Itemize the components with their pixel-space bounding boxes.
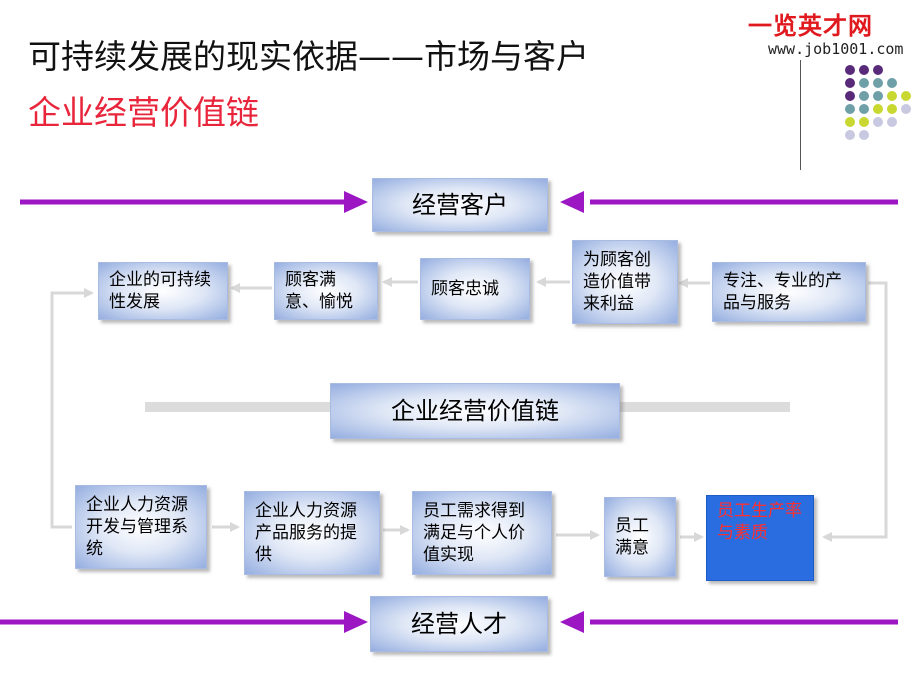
logo-brand-text: 一览英才网 (748, 12, 873, 40)
slide-subtitle: 企业经营价值链 (28, 93, 259, 132)
node-hr-system: 企业人力资源开发与管理系统 (75, 485, 207, 569)
node-create-customer-value: 为顾客创造价值带来利益 (572, 240, 678, 324)
node-hr-service: 企业人力资源产品服务的提供 (244, 491, 380, 575)
node-employee-productivity: 员工生产率与素质 (706, 495, 814, 581)
top-row-connectors (230, 277, 710, 293)
node-manage-customers: 经营客户 (372, 178, 548, 232)
purple-arrow-top-right (560, 191, 898, 213)
node-sustainable-development: 企业的可持续性发展 (98, 262, 228, 320)
brand-logo: 一览英才网 www.job1001.com (748, 4, 920, 64)
logo-site-text: www.job1001.com (768, 40, 904, 58)
decorative-dots-icon (845, 65, 911, 140)
node-professional-service: 专注、专业的产品与服务 (712, 262, 866, 322)
slide-title: 可持续发展的现实依据——市场与客户 (28, 37, 589, 76)
node-employee-needs: 员工需求得到满足与个人价值实现 (412, 491, 552, 575)
purple-arrow-bottom-right (560, 611, 898, 633)
node-customer-satisfaction: 顾客满意、愉悦 (274, 262, 378, 320)
node-value-chain: 企业经营价值链 (330, 383, 620, 439)
loop-connector-left (50, 288, 94, 529)
loop-connector-right (822, 281, 888, 542)
node-customer-loyalty: 顾客忠诚 (420, 258, 530, 320)
node-employee-satisfaction: 员工满意 (604, 497, 676, 577)
decorative-divider (800, 60, 801, 170)
middle-band (145, 402, 790, 412)
bottom-row-connectors (212, 522, 704, 542)
purple-arrow-top-left (20, 191, 368, 213)
purple-arrow-bottom-left (0, 611, 368, 633)
node-manage-talent: 经营人才 (370, 596, 548, 652)
